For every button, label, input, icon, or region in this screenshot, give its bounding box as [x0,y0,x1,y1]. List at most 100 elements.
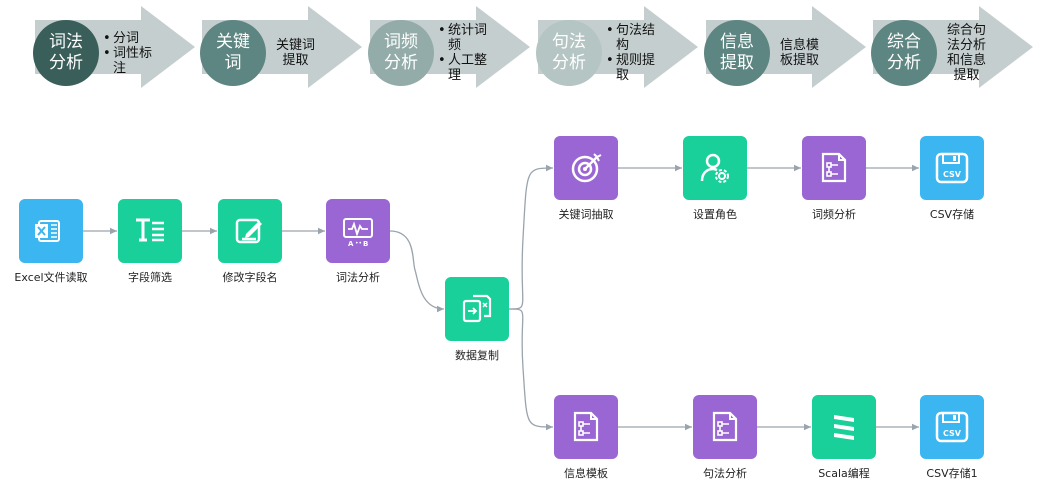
step-circle-line: 词 [224,53,242,73]
step-item-line: 综合句 [947,23,987,38]
step-circle: 句法分析 [536,20,602,86]
step-circle-label: 词法分析 [49,32,83,74]
step-item-line: 人工整 [448,53,488,68]
step-circle-line: 分析 [552,53,586,73]
step-description: •句法结构•规则提取 [606,23,655,83]
step-item-line: 提取 [282,53,309,68]
step-circle-label: 句法分析 [552,32,586,74]
step-item: •规则提取 [606,53,656,83]
step-circle: 信息提取 [704,20,770,86]
field-filter-icon [136,218,164,242]
step-item: •统计词频 [438,23,488,53]
node-scala[interactable] [812,395,876,459]
scala-icon [834,415,854,440]
node-label: CSV存储1 [926,467,978,480]
node-label: Scala编程 [818,467,870,480]
step-circle-label: 综合分析 [887,32,921,74]
template-icon [712,411,738,442]
step-item: •人工整理 [438,53,488,83]
node-label: 修改字段名 [222,271,278,284]
csv-save-icon: CSV [935,411,969,443]
step-item: 综合句法分析和信息提取 [941,23,986,83]
svg-text:CSV: CSV [943,170,962,179]
node-label: 句法分析 [703,467,747,480]
step-description: •统计词频•人工整理 [438,23,487,83]
step-circle-label: 信息提取 [720,32,754,74]
node-syntax[interactable] [693,395,757,459]
step-item: •词性标注 [103,46,153,76]
step-circle-line: 提取 [720,53,754,73]
node-freq[interactable] [802,136,866,200]
node-label: 信息模板 [564,467,608,480]
step-item-line: 法分析 [947,38,987,53]
step-item: •分词 [103,31,140,46]
node-label: 词频分析 [812,208,856,221]
step-circle-line: 分析 [49,53,83,73]
step-circle-line: 分析 [384,53,418,73]
edge-copy-to-keyword [508,164,554,310]
user-settings-icon [700,153,729,183]
node-excel[interactable] [19,199,83,263]
step-item-line: 频 [448,38,462,53]
step-description: 综合句法分析和信息提取 [941,23,986,83]
step-item-line: 关键词 [276,38,316,53]
data-copy-icon [462,294,492,323]
step-item-line: 统计词 [448,23,488,38]
node-label: 关键词抽取 [558,208,614,221]
step-circle-label: 词频分析 [384,32,418,74]
step-circle-line: 句法 [552,32,586,52]
node-keyword[interactable] [554,136,618,200]
node-info[interactable] [554,395,618,459]
step-circle-line: 分析 [887,53,921,73]
step-circle-label: 关键词 [216,32,250,74]
step-circle: 综合分析 [871,20,937,86]
edit-icon [235,218,262,244]
step-description: 信息模板提取 [774,38,819,68]
node-rename[interactable] [218,199,282,263]
node-label: CSV存储 [929,208,975,221]
node-csv1[interactable]: CSV [920,136,984,200]
step-item: •句法结构 [606,23,656,53]
node-lexical[interactable]: A •• B [326,199,390,263]
step-item-line: 板提取 [780,53,820,68]
step-item-line: 注 [113,61,127,76]
excel-icon [35,220,60,242]
node-label: 数据复制 [455,349,499,362]
step-item-line: 取 [616,68,630,83]
template-icon [821,152,847,183]
step-circle-line: 综合 [887,32,921,52]
step-item-line: 提取 [953,68,980,83]
step-circle-line: 词频 [384,32,418,52]
step-item: 关键词提取 [270,38,315,68]
step-circle: 词频分析 [368,20,434,86]
step-item-line: 分词 [113,31,140,46]
node-label: 词法分析 [336,271,380,284]
node-field-filter[interactable] [118,199,182,263]
step-circle: 关键词 [200,20,266,86]
node-role[interactable] [683,136,747,200]
step-circle: 词法分析 [33,20,99,86]
step-item-line: 信息模 [780,38,820,53]
step-item-line: 理 [448,68,462,83]
template-icon [573,411,599,442]
node-csv2[interactable]: CSV [920,395,984,459]
svg-text:CSV: CSV [943,429,962,438]
lexical-analysis-icon: A •• B [343,218,373,248]
csv-save-icon: CSV [935,152,969,184]
step-item-line: 句法结 [616,23,656,38]
edge-lexical-to-copy [389,230,445,313]
target-icon [571,153,602,183]
node-label: Excel文件读取 [14,271,88,284]
step-description: 关键词提取 [270,38,315,68]
node-label: 设置角色 [693,208,737,221]
svg-text:A: A [348,240,354,248]
step-circle-line: 信息 [720,32,754,52]
node-copy[interactable] [445,277,509,341]
step-item-line: 规则提 [616,53,656,68]
step-circle-line: 关键 [216,32,250,52]
step-circle-line: 词法 [49,32,83,52]
step-item-line: 构 [616,38,630,53]
step-item-line: 和信息 [947,53,987,68]
